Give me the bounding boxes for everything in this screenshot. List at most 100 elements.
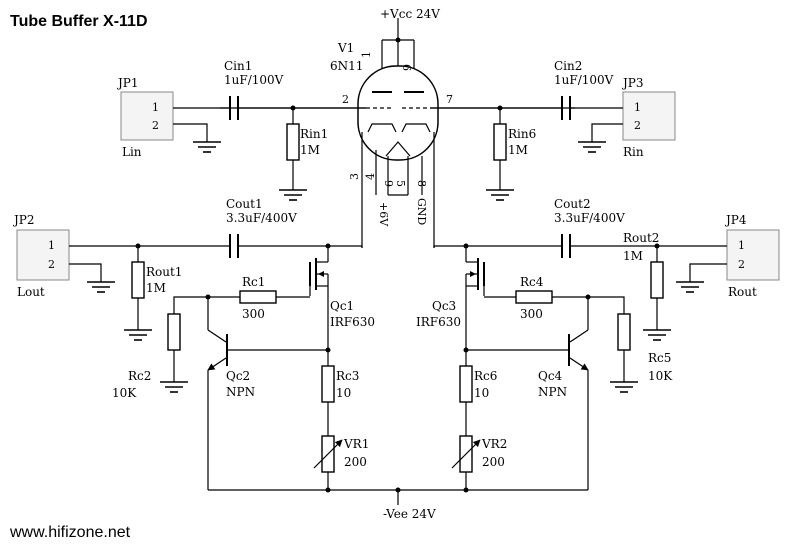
resistor-rc1: Rc1 300 <box>208 275 310 321</box>
rin6-ref: Rin6 <box>508 127 536 141</box>
capacitor-cout1: Cout1 3.3uF/400V <box>226 197 297 258</box>
rc2-ref: Rc2 <box>128 369 151 383</box>
tube-pin-2: 2 <box>342 93 349 106</box>
cin1-ref: Cin1 <box>224 59 252 73</box>
vcc-label: +Vcc 24V <box>380 7 440 21</box>
rc4-value: 300 <box>520 307 543 321</box>
rout2-value: 1M <box>623 249 643 263</box>
qc1-ref: Qc1 <box>330 299 354 313</box>
tube-pin-8: 8 <box>415 180 428 187</box>
jp4-pin-2: 2 <box>738 258 745 271</box>
jp4-pin-1: 1 <box>738 239 745 252</box>
qc3-ref: Qc3 <box>432 299 456 313</box>
rc1-value: 300 <box>242 307 265 321</box>
tube-pin-3: 3 <box>348 173 361 180</box>
rin6-value: 1M <box>508 143 528 157</box>
rc3-value: 10 <box>336 386 351 400</box>
capacitor-cout2: Cout2 3.3uF/400V <box>554 197 625 258</box>
qc4-ref: Qc4 <box>538 369 563 383</box>
rout1-ref: Rout1 <box>146 265 182 279</box>
mosfet-qc3: Qc3 IRF630 <box>416 246 485 350</box>
tube-pin-9: 9 <box>382 180 395 187</box>
resistor-rc6: Rc6 10 <box>459 350 497 436</box>
tube-type: 6N11 <box>330 59 363 73</box>
jp2-ref: JP2 <box>12 213 35 227</box>
cout2-value: 3.3uF/400V <box>554 211 625 225</box>
tube-pin-1: 1 <box>360 51 373 58</box>
connector-jp4[interactable]: 1 2 JP4 Rout <box>724 213 780 299</box>
qc2-value: NPN <box>226 385 255 399</box>
resistor-rc4: Rc4 300 <box>484 275 588 321</box>
jp1-ref: JP1 <box>116 76 139 90</box>
cout1-ref: Cout1 <box>226 197 263 211</box>
rout1-value: 1M <box>146 281 166 295</box>
resistor-rout1: Rout1 1M <box>131 246 182 330</box>
rc5-value: 10K <box>648 369 673 383</box>
transistor-qc4: Qc4 NPN <box>466 297 589 490</box>
heater-pos-label: +6V <box>377 202 390 227</box>
rc6-ref: Rc6 <box>474 369 497 383</box>
jp4-label: Rout <box>728 285 757 299</box>
jp2-label: Lout <box>17 285 45 299</box>
rin1-ref: Rin1 <box>300 127 328 141</box>
resistor-rc5: Rc5 10K <box>588 296 673 383</box>
tube-pin-6: 6 <box>400 64 413 71</box>
jp3-pin-1: 1 <box>634 101 641 114</box>
jp2-pin-2: 2 <box>48 258 55 271</box>
rc3-ref: Rc3 <box>336 369 359 383</box>
vr2-value: 200 <box>482 455 505 469</box>
cin2-ref: Cin2 <box>554 59 582 73</box>
qc4-value: NPN <box>538 385 567 399</box>
mosfet-qc1: Qc1 IRF630 <box>309 246 375 350</box>
tube-pin-5: 5 <box>394 180 407 187</box>
connector-jp3[interactable]: 1 2 JP3 Rin <box>621 76 676 159</box>
rc4-ref: Rc4 <box>520 275 544 289</box>
resistor-rin6: Rin6 1M <box>493 108 536 190</box>
resistor-rout2: Rout2 1M <box>623 231 664 330</box>
qc1-value: IRF630 <box>330 315 375 329</box>
resistor-rc3: Rc3 10 <box>321 350 359 436</box>
jp3-ref: JP3 <box>621 76 644 90</box>
heater-gnd-label: GND <box>415 198 428 225</box>
website-link[interactable]: www.hifizone.net <box>9 524 131 541</box>
qc2-ref: Qc2 <box>226 369 250 383</box>
jp1-pin-1: 1 <box>152 101 159 114</box>
jp1-pin-2: 2 <box>152 119 159 132</box>
tube-pin-4: 4 <box>364 173 377 180</box>
tube-pin-7: 7 <box>446 93 453 106</box>
resistor-rc2: Rc2 10K <box>112 296 208 400</box>
jp3-label: Rin <box>623 145 644 159</box>
rc5-ref: Rc5 <box>648 351 671 365</box>
resistor-rin1: Rin1 1M <box>286 108 328 190</box>
vr1-ref: VR1 <box>343 437 369 451</box>
rc2-value: 10K <box>112 386 137 400</box>
rc1-ref: Rc1 <box>242 275 265 289</box>
jp3-pin-2: 2 <box>634 119 641 132</box>
potentiometer-vr1: VR1 200 <box>313 435 369 490</box>
vr2-ref: VR2 <box>481 437 507 451</box>
connector-jp2[interactable]: 1 2 JP2 Lout <box>12 213 70 299</box>
capacitor-cin2: Cin2 1uF/100V <box>554 59 614 120</box>
cout2-ref: Cout2 <box>554 197 591 211</box>
qc3-value: IRF630 <box>416 315 461 329</box>
tube-v1: V1 6N11 1 6 2 7 3 4 9 5 8 +6V GND <box>220 18 575 248</box>
schematic-title: Tube Buffer X-11D <box>10 13 148 30</box>
jp1-label: Lin <box>122 145 142 159</box>
potentiometer-vr2: VR2 200 <box>451 435 507 490</box>
vee-label: -Vee 24V <box>383 507 436 521</box>
cout1-value: 3.3uF/400V <box>226 211 297 225</box>
tube-ref: V1 <box>337 41 354 55</box>
rc6-value: 10 <box>474 386 489 400</box>
vr1-value: 200 <box>344 455 367 469</box>
connector-jp1[interactable]: 1 2 JP1 Lin <box>116 76 174 159</box>
rin1-value: 1M <box>300 143 320 157</box>
cin1-value: 1uF/100V <box>224 73 284 87</box>
jp2-pin-1: 1 <box>48 239 55 252</box>
cin2-value: 1uF/100V <box>554 73 614 87</box>
rout2-ref: Rout2 <box>623 231 659 245</box>
jp4-ref: JP4 <box>724 213 747 227</box>
transistor-qc2: Qc2 NPN <box>207 297 328 490</box>
capacitor-cin1: Cin1 1uF/100V <box>224 59 366 120</box>
